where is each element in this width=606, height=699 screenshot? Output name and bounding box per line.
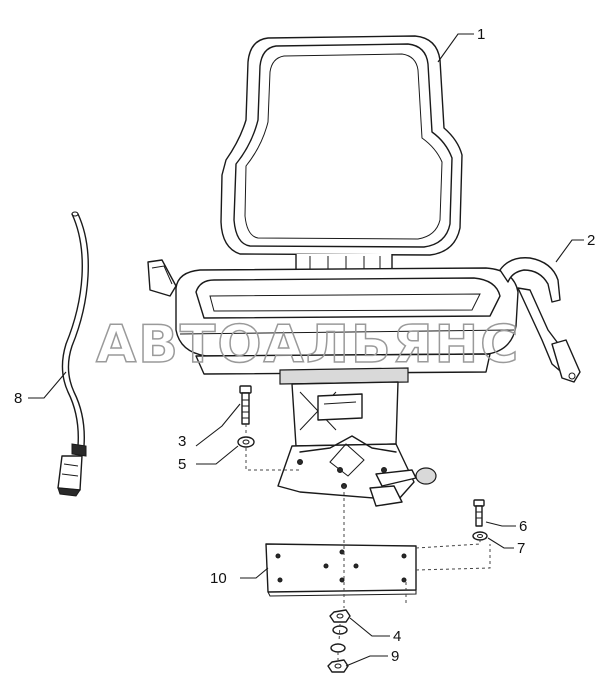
part-nut-upper xyxy=(329,609,351,635)
callout-4: 4 xyxy=(393,628,401,645)
part-armrest-strap xyxy=(499,257,581,383)
part-seat-cushion xyxy=(147,259,519,375)
callout-2: 2 xyxy=(587,232,595,249)
callout-5: 5 xyxy=(178,456,186,473)
callout-labels: 1 2 3 4 5 6 7 8 9 10 xyxy=(14,26,595,665)
callout-3: 3 xyxy=(178,433,186,450)
part-bolt-left xyxy=(239,385,252,425)
callout-leaders xyxy=(28,33,584,667)
part-backrest xyxy=(220,35,463,277)
callout-7: 7 xyxy=(517,540,525,557)
callout-9: 9 xyxy=(391,648,399,665)
part-cable-connector xyxy=(57,211,89,497)
callout-10: 10 xyxy=(210,570,227,587)
assembly-dashed-lines xyxy=(245,424,491,660)
part-mounting-plate xyxy=(265,543,417,597)
watermark-text: АВТОАЛЬЯНС xyxy=(96,315,520,375)
part-washer-left xyxy=(237,436,255,448)
callout-6: 6 xyxy=(519,518,527,535)
part-nut-lower xyxy=(327,643,349,673)
part-bolt-right xyxy=(473,499,485,527)
part-washer-right xyxy=(472,531,488,541)
callout-1: 1 xyxy=(477,26,485,43)
callout-8: 8 xyxy=(14,390,22,407)
part-suspension-base xyxy=(277,367,437,507)
